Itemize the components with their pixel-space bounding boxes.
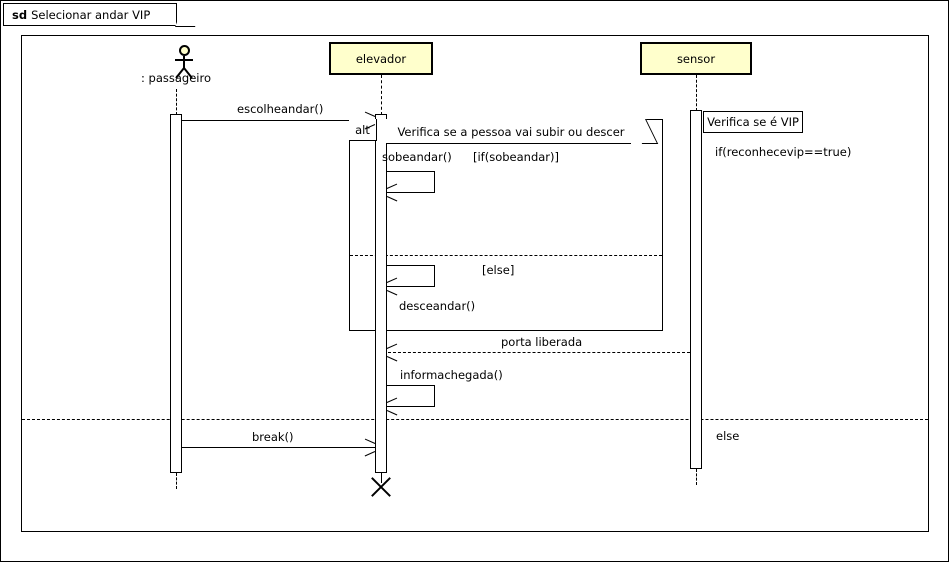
lifeline-passageiro-tail (176, 473, 177, 489)
lifeline-label-elevador: elevador (355, 51, 407, 66)
sensor-condition-else: else (716, 429, 740, 443)
message-line-porta-liberada (388, 352, 690, 353)
lifeline-passageiro (176, 89, 177, 115)
message-label-informachegada: informachegada() (400, 368, 503, 382)
lifeline-sensor-tail (696, 469, 697, 485)
message-label-break: break() (252, 430, 294, 444)
avatar-passageiro (171, 45, 197, 79)
self-call-arrowhead-sobeandar (387, 187, 398, 198)
fragment-divider (350, 255, 662, 256)
actor-body-icon (175, 56, 193, 79)
activation-elevador (375, 114, 387, 473)
self-call-arrowhead-desceandar (387, 281, 398, 292)
message-label-escolheandar: escolheandar() (237, 102, 324, 116)
diagram-title: Selecionar andar VIP (31, 7, 151, 22)
note-verifica-vip: Verifica se é VIP (703, 111, 803, 133)
actor-head-icon (178, 45, 190, 56)
message-arrowhead-porta-liberada (387, 347, 398, 358)
guard-condition-if: [if(sobeandar)] (473, 150, 560, 164)
activation-sensor (690, 110, 702, 469)
lifeline-sensor (696, 75, 697, 111)
self-call-loop-desceandar (387, 265, 435, 287)
fragment-condition-pentagon: Verifica se a pessoa vai subir ou descer (386, 119, 659, 144)
destruction-marker-elevador (368, 474, 394, 500)
lifeline-header-sensor[interactable]: sensor (640, 42, 752, 75)
lifeline-elevador (381, 75, 382, 115)
message-label-desceandar: desceandar() (399, 299, 476, 313)
diagram-frame-border (21, 35, 929, 532)
message-arrowhead-break (364, 442, 375, 453)
diagram-title-tab: sd Selecionar andar VIP (3, 3, 205, 27)
message-line-escolheandar (182, 120, 375, 121)
fragment-condition-text: Verifica se a pessoa vai subir ou descer (397, 124, 625, 139)
lifeline-label-sensor: sensor (676, 51, 716, 66)
guard-condition-else: [else] (482, 263, 515, 277)
diagram-keyword: sd (12, 7, 28, 22)
title-tab-corner-cut (175, 3, 205, 27)
lifeline-header-elevador[interactable]: elevador (329, 42, 433, 75)
message-label-sobeandar: sobeandar() (382, 150, 452, 164)
lifeline-label-passageiro: : passageiro (141, 71, 211, 85)
self-call-loop-informachegada (387, 385, 435, 407)
message-line-break (182, 447, 375, 448)
message-label-porta-liberada: porta liberada (501, 335, 583, 349)
sensor-condition-true: if(reconhecevip==true) (715, 145, 852, 159)
diagram-separator (22, 419, 928, 420)
self-call-loop-sobeandar (387, 171, 435, 193)
message-arrowhead-escolheandar (364, 115, 375, 126)
activation-passageiro (170, 114, 182, 473)
self-call-arrowhead-informachegada (387, 401, 398, 412)
